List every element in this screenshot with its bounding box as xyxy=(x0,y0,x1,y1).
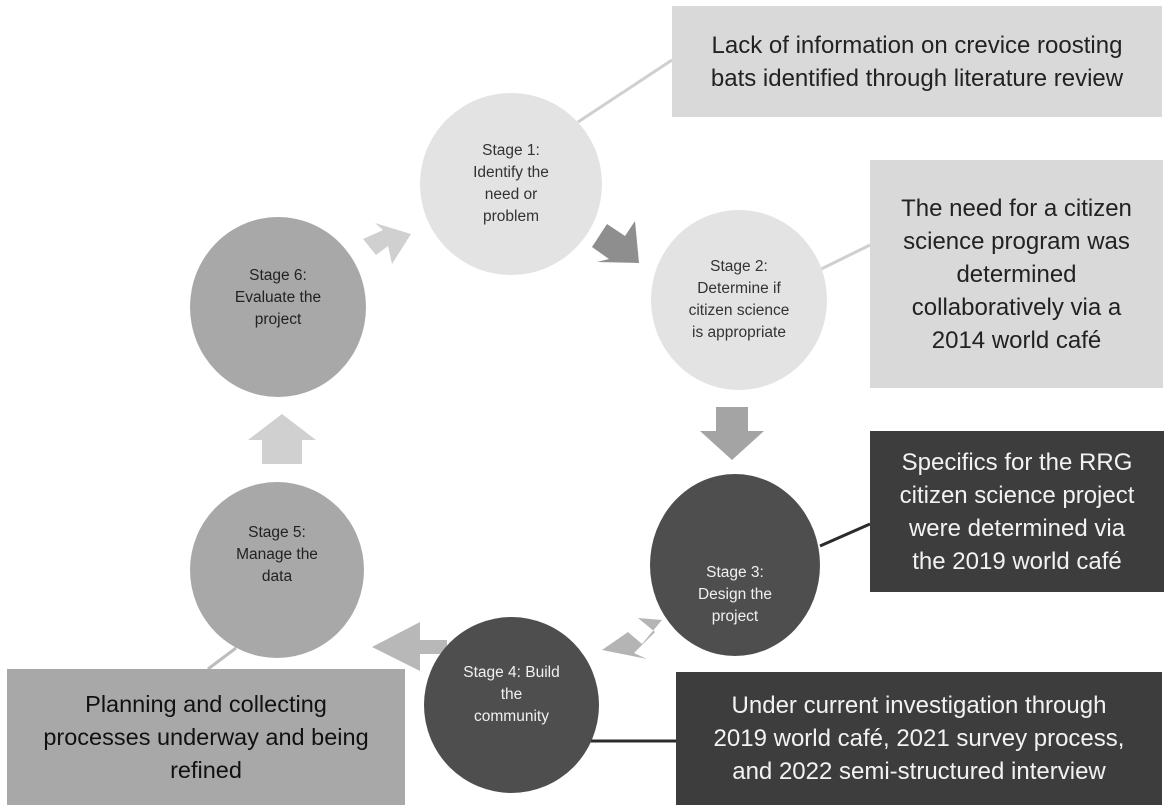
arrow-stage-5-to-6 xyxy=(248,414,316,464)
stage-4-label: Stage 4: Build the community xyxy=(463,664,560,725)
stage-3-circle: Stage 3: Design the project xyxy=(650,474,820,656)
connector-line-stage-5 xyxy=(207,646,237,671)
stage-5-label: Stage 5: Manage the data xyxy=(236,524,318,585)
arrow-stage-3-to-4 xyxy=(602,618,662,659)
stage-1-circle: Stage 1: Identify the need or problem xyxy=(420,93,602,275)
stage-5-circle: Stage 5: Manage the data xyxy=(190,482,364,658)
arrow-stage-1-to-2 xyxy=(592,221,639,263)
stage-1-label: Stage 1: Identify the need or problem xyxy=(473,142,549,225)
stage-4-circle: Stage 4: Build the community xyxy=(424,617,599,793)
connector-line-stage-3 xyxy=(819,522,871,548)
stage-6-label: Stage 6: Evaluate the project xyxy=(234,267,322,328)
note-stage-3-box: Specifics for the RRG citizen science pr… xyxy=(870,431,1164,592)
stage-2-circle: Stage 2: Determine if citizen science is… xyxy=(651,210,827,390)
stage-6-circle: Stage 6: Evaluate the project xyxy=(190,217,366,397)
stage-2-label: Stage 2: Determine if citizen science is… xyxy=(688,258,790,341)
note-stage-2-text: The need for a citizen science program w… xyxy=(901,194,1132,354)
note-stage-5-text: Planning and collecting processes underw… xyxy=(43,690,369,783)
note-stage-1-text: Lack of information on crevice roosting … xyxy=(710,31,1124,92)
note-stage-5-box: Planning and collecting processes underw… xyxy=(7,669,405,805)
note-stage-2-box: The need for a citizen science program w… xyxy=(870,160,1163,388)
arrow-stage-6-to-1 xyxy=(363,223,411,264)
stage-3-label: Stage 3: Design the project xyxy=(697,564,773,625)
arrow-stage-2-to-3 xyxy=(700,407,764,460)
note-stage-1-box: Lack of information on crevice roosting … xyxy=(672,6,1162,117)
note-stage-4-box: Under current investigation through 2019… xyxy=(676,672,1162,805)
note-stage-3-text: Specifics for the RRG citizen science pr… xyxy=(899,448,1135,575)
arrow-stage-4-to-5 xyxy=(372,622,447,671)
connector-line-stage-1 xyxy=(577,58,673,124)
note-stage-4-text: Under current investigation through 2019… xyxy=(713,692,1125,785)
